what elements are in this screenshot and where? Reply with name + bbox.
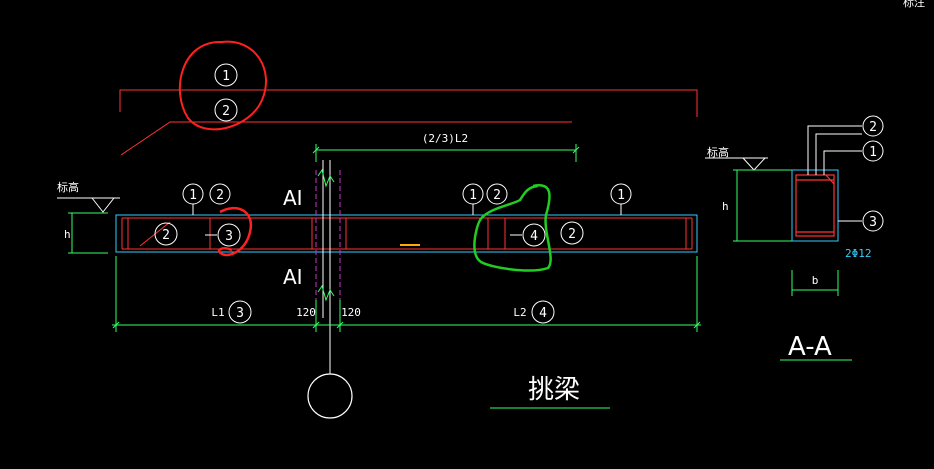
bubble-leaders	[192, 204, 622, 236]
svg-text:2: 2	[568, 227, 576, 242]
width-label: b	[812, 274, 819, 287]
bubble-2-mid: 2	[486, 183, 508, 205]
corner-label: 标注	[903, 0, 925, 9]
height-dimension-right	[733, 169, 792, 242]
axis-circle	[307, 373, 353, 419]
wall-section	[315, 160, 341, 374]
elevation-marker-right: 标高	[705, 145, 768, 171]
svg-text:2: 2	[216, 188, 224, 203]
height-label-right: h	[722, 200, 729, 213]
svg-text:1: 1	[189, 188, 197, 203]
top-rebar-bracket	[119, 89, 698, 156]
svg-text:1: 1	[869, 145, 877, 160]
svg-text:3: 3	[869, 215, 877, 230]
section-bubble-1: 1	[862, 140, 884, 162]
bottom-dimension-line	[112, 256, 701, 332]
svg-text:1: 1	[617, 188, 625, 203]
red-markup-circle-top	[178, 40, 267, 131]
dimension-two-thirds-l2-label: (2/3)L2	[422, 132, 468, 145]
green-markup-bubble-4	[473, 184, 552, 272]
bubble-2-in-beam-right: 2	[560, 221, 584, 245]
svg-text:L1: L1	[211, 306, 224, 319]
bubble-1-right: 1	[610, 183, 632, 205]
dimension-l2: L2 4	[513, 300, 555, 324]
bubble-2-in-beam-left: 2	[154, 222, 178, 246]
drawing-title: 挑梁	[528, 375, 580, 405]
section-rebar	[795, 174, 835, 237]
svg-text:2: 2	[162, 228, 170, 243]
bubble-3-in-beam: 3	[217, 223, 241, 247]
section-outline	[791, 169, 839, 242]
section-mark-bottom: AI	[283, 265, 303, 289]
section-title: A-A	[788, 332, 832, 362]
svg-text:L2: L2	[513, 306, 526, 319]
section-rebar-note: 2Φ12	[845, 247, 872, 260]
svg-text:2: 2	[222, 104, 230, 119]
elevation-marker-left: 标高	[57, 180, 120, 213]
height-dimension-left	[68, 212, 108, 254]
svg-text:2: 2	[493, 188, 501, 203]
section-rebar-leaders	[807, 125, 862, 222]
bubble-1-left: 1	[182, 183, 204, 205]
dimension-l1: L1 3	[211, 300, 252, 324]
svg-text:1: 1	[469, 188, 477, 203]
bubble-1-top: 1	[214, 63, 238, 87]
svg-text:1: 1	[222, 69, 230, 84]
dimension-two-thirds-l2	[312, 144, 580, 162]
svg-text:标高: 标高	[57, 180, 79, 194]
bubble-2-left: 2	[209, 183, 231, 205]
section-bubble-2: 2	[862, 115, 884, 137]
svg-text:3: 3	[236, 306, 244, 321]
svg-text:4: 4	[530, 229, 538, 244]
beam-outline	[115, 214, 698, 253]
svg-text:2: 2	[869, 120, 877, 135]
wall-dim-right: 120	[341, 306, 361, 319]
svg-text:3: 3	[225, 229, 233, 244]
bubble-2-top: 2	[214, 98, 238, 122]
section-mark-top: AI	[283, 186, 303, 210]
beam-rebar	[121, 217, 693, 250]
height-label-left: h	[64, 228, 71, 241]
width-dimension	[791, 270, 839, 296]
bubble-1-mid: 1	[462, 183, 484, 205]
svg-text:4: 4	[539, 306, 547, 321]
red-markup-bubble-3	[217, 206, 253, 257]
section-bubble-3: 3	[862, 210, 884, 232]
wall-dim-left: 120	[296, 306, 316, 319]
svg-text:标高: 标高	[707, 145, 729, 159]
bubble-4-in-beam: 4	[522, 223, 546, 247]
